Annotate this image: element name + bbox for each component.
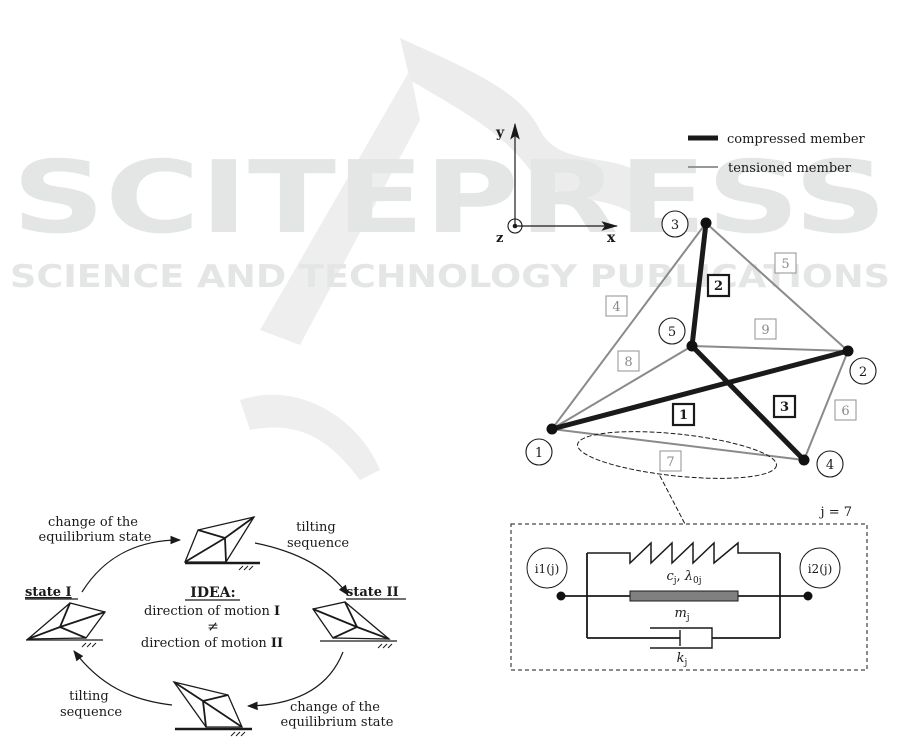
- idea-line-1: direction of motion I: [144, 604, 280, 619]
- member-3: [689, 343, 807, 463]
- member-4-label: 4: [612, 300, 620, 315]
- spring-label: cj, λ0j: [666, 569, 701, 586]
- idea-title: IDEA:: [190, 585, 235, 601]
- member-9: [691, 345, 849, 352]
- member-8: [551, 345, 693, 430]
- node-2-label: 2: [859, 365, 867, 380]
- label-bottom-right: change of the equilibrium state: [281, 700, 394, 730]
- detail-node-left-dot: [556, 591, 566, 601]
- detail-node-right-label: i2(j): [808, 562, 833, 576]
- tensegrity-shape-top: [184, 516, 260, 571]
- x-axis-label: x: [607, 230, 616, 246]
- watermark-logo-stroke: [260, 70, 420, 345]
- detail-node-right-circle: [799, 547, 841, 589]
- not-equal-symbol: ≠: [207, 619, 219, 635]
- member-detail-box: j = 7 i1(j) i2(j) cj, λ0j mj kj: [510, 505, 868, 671]
- member-7: [551, 428, 805, 461]
- tensegrity-shape-state-1: [26, 602, 107, 648]
- detail-box-border: [510, 523, 868, 671]
- node-3-label: 3: [671, 218, 679, 233]
- watermark-logo-shape: [400, 38, 650, 220]
- arrow-top-right: [254, 542, 349, 596]
- y-axis-label: y: [495, 125, 505, 141]
- node-5-dot: [686, 340, 698, 352]
- member-2-label: 2: [714, 279, 723, 294]
- member-7-label: 7: [666, 455, 674, 470]
- damper-label: kj: [677, 651, 688, 668]
- member-2: [689, 220, 709, 349]
- idea-line-2: direction of motion II: [141, 636, 283, 651]
- member-8-label: 8: [624, 355, 632, 370]
- member-6: [803, 350, 849, 461]
- mass-label: mj: [674, 606, 689, 623]
- detail-node-left-label: i1(j): [535, 562, 560, 576]
- member-index-label: j = 7: [819, 505, 852, 520]
- arrow-bottom-right: [246, 651, 344, 711]
- detail-connector-line: [659, 475, 686, 525]
- label-top-right: tilting sequence: [287, 520, 349, 551]
- spring-element: [587, 541, 780, 565]
- label-top-left: change of the equilibrium state: [39, 515, 152, 545]
- watermark-main-text: SCITEPRESS: [12, 139, 887, 256]
- member-7-highlight-ellipse: [577, 431, 777, 479]
- tensegrity-structure: 1 2 3 4 5 1 2 3 4 5 6 7 8 9: [525, 210, 877, 525]
- state-2-label: state II: [346, 585, 399, 600]
- tensegrity-shape-bottom: [172, 680, 252, 737]
- arrow-bottom-left: [73, 650, 173, 706]
- member-4: [551, 222, 707, 430]
- node-4-dot: [798, 454, 810, 466]
- watermark-logo-curve: [240, 394, 380, 480]
- arrow-top-left: [81, 535, 182, 593]
- node-4-label: 4: [826, 458, 834, 473]
- node-2-dot: [842, 345, 854, 357]
- member-5: [705, 222, 849, 352]
- label-bottom-left: tilting sequence: [60, 689, 122, 720]
- z-axis-out-of-plane-icon: [507, 218, 523, 234]
- mass-element: [629, 590, 739, 602]
- cycle-diagram: [26, 516, 397, 737]
- state-1-label: state I: [25, 585, 72, 600]
- member-6-label: 6: [841, 404, 849, 419]
- watermark: SCITEPRESS SCIENCE AND TECHNOLOGY PUBLIC…: [10, 38, 890, 480]
- legend-tensioned-label: tensioned member: [728, 161, 852, 176]
- member-1-label: 1: [679, 408, 688, 423]
- node-3-dot: [700, 217, 712, 229]
- member-9-label: 9: [761, 323, 769, 338]
- legend: compressed member tensioned member: [688, 132, 866, 176]
- node-5-label: 5: [668, 325, 676, 340]
- watermark-sub-text: SCIENCE AND TECHNOLOGY PUBLICATIONS: [10, 259, 890, 295]
- tensegrity-shape-state-2: [311, 601, 397, 649]
- detail-node-right-dot: [803, 591, 813, 601]
- node-1-dot: [546, 423, 558, 435]
- member-3-label: 3: [780, 400, 789, 415]
- cycle-labels: change of the equilibrium state tilting …: [25, 515, 406, 730]
- detail-node-left-circle: [526, 547, 568, 589]
- member-5-label: 5: [781, 257, 789, 272]
- coordinate-axes: [507, 122, 619, 234]
- z-axis-label: z: [496, 231, 503, 246]
- member-1: [549, 348, 851, 432]
- legend-compressed-label: compressed member: [727, 132, 866, 147]
- node-1-label: 1: [535, 446, 543, 461]
